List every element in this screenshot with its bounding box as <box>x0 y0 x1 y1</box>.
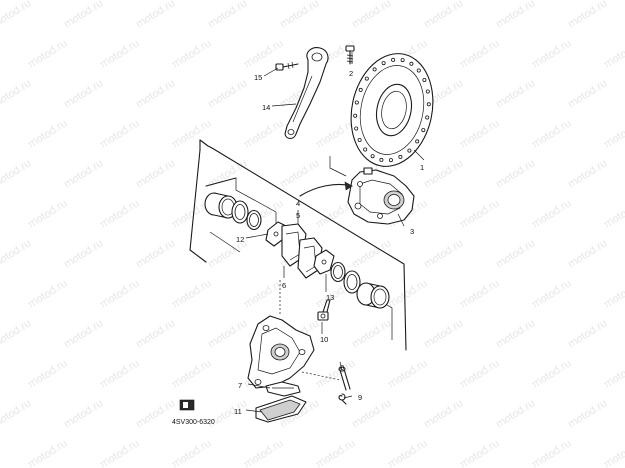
seal-left-inner <box>246 209 262 231</box>
bleed-screw <box>317 299 331 321</box>
brake-disc <box>350 53 434 167</box>
disc-hole <box>398 154 403 159</box>
piston-right <box>356 282 390 309</box>
callout-11: 11 <box>234 407 242 416</box>
disc-hole <box>409 61 414 66</box>
callout-8: 8 <box>340 363 344 372</box>
leader-lines <box>245 52 425 413</box>
disc-hole <box>354 100 359 105</box>
disc-hole <box>421 128 426 133</box>
torque-arm-bolt <box>275 61 299 71</box>
disc-hole <box>354 126 359 131</box>
disc-hole <box>370 154 375 159</box>
callout-15: 15 <box>254 73 262 82</box>
callout-4: 4 <box>296 199 300 208</box>
disc-hole <box>422 78 427 83</box>
callout-14: 14 <box>262 103 270 112</box>
disc-hole <box>407 148 412 153</box>
callout-13: 13 <box>326 293 334 302</box>
manufacturer-mark-icon <box>179 399 195 411</box>
disc-hole <box>416 68 421 73</box>
callout-1: 1 <box>420 163 424 172</box>
seal-left-outer <box>231 200 249 224</box>
callout-3: 3 <box>410 227 414 236</box>
callout-10: 10 <box>320 335 328 344</box>
caliper-assembly <box>347 167 415 225</box>
callout-9: 9 <box>358 393 362 402</box>
piston-left <box>204 192 238 219</box>
disc-hole <box>426 102 431 107</box>
disc-bolt <box>345 45 355 65</box>
torque-arm <box>284 47 329 140</box>
disc-hole <box>364 76 369 81</box>
seal-right-inner <box>330 261 346 283</box>
exploded-view-frame <box>189 139 407 351</box>
disc-hole <box>379 157 384 162</box>
disc-hole <box>381 61 386 66</box>
disc-hole <box>353 113 358 118</box>
callout-2: 2 <box>349 69 353 78</box>
disc-hole <box>372 67 377 72</box>
callout-5: 5 <box>296 211 300 220</box>
protector-cover <box>255 395 307 423</box>
pin-clip <box>338 393 347 405</box>
disc-hole <box>425 89 430 94</box>
disc-hole <box>388 158 393 163</box>
caliper-bracket <box>247 315 315 389</box>
disc-hole <box>425 115 430 120</box>
disc-hole <box>358 87 363 92</box>
disc-hole <box>391 57 396 62</box>
callout-6: 6 <box>282 281 286 290</box>
disc-hole <box>415 139 420 144</box>
callout-12: 12 <box>236 235 244 244</box>
disc-hole <box>400 58 405 63</box>
pad-spring-right <box>313 249 335 275</box>
seal-right-outer <box>343 270 361 294</box>
drawing-code: 4SV300-6320 <box>172 419 215 426</box>
disc-hole <box>363 147 368 152</box>
callout-7: 7 <box>238 381 242 390</box>
pad-support-spring <box>265 381 301 397</box>
disc-hole <box>357 137 362 142</box>
